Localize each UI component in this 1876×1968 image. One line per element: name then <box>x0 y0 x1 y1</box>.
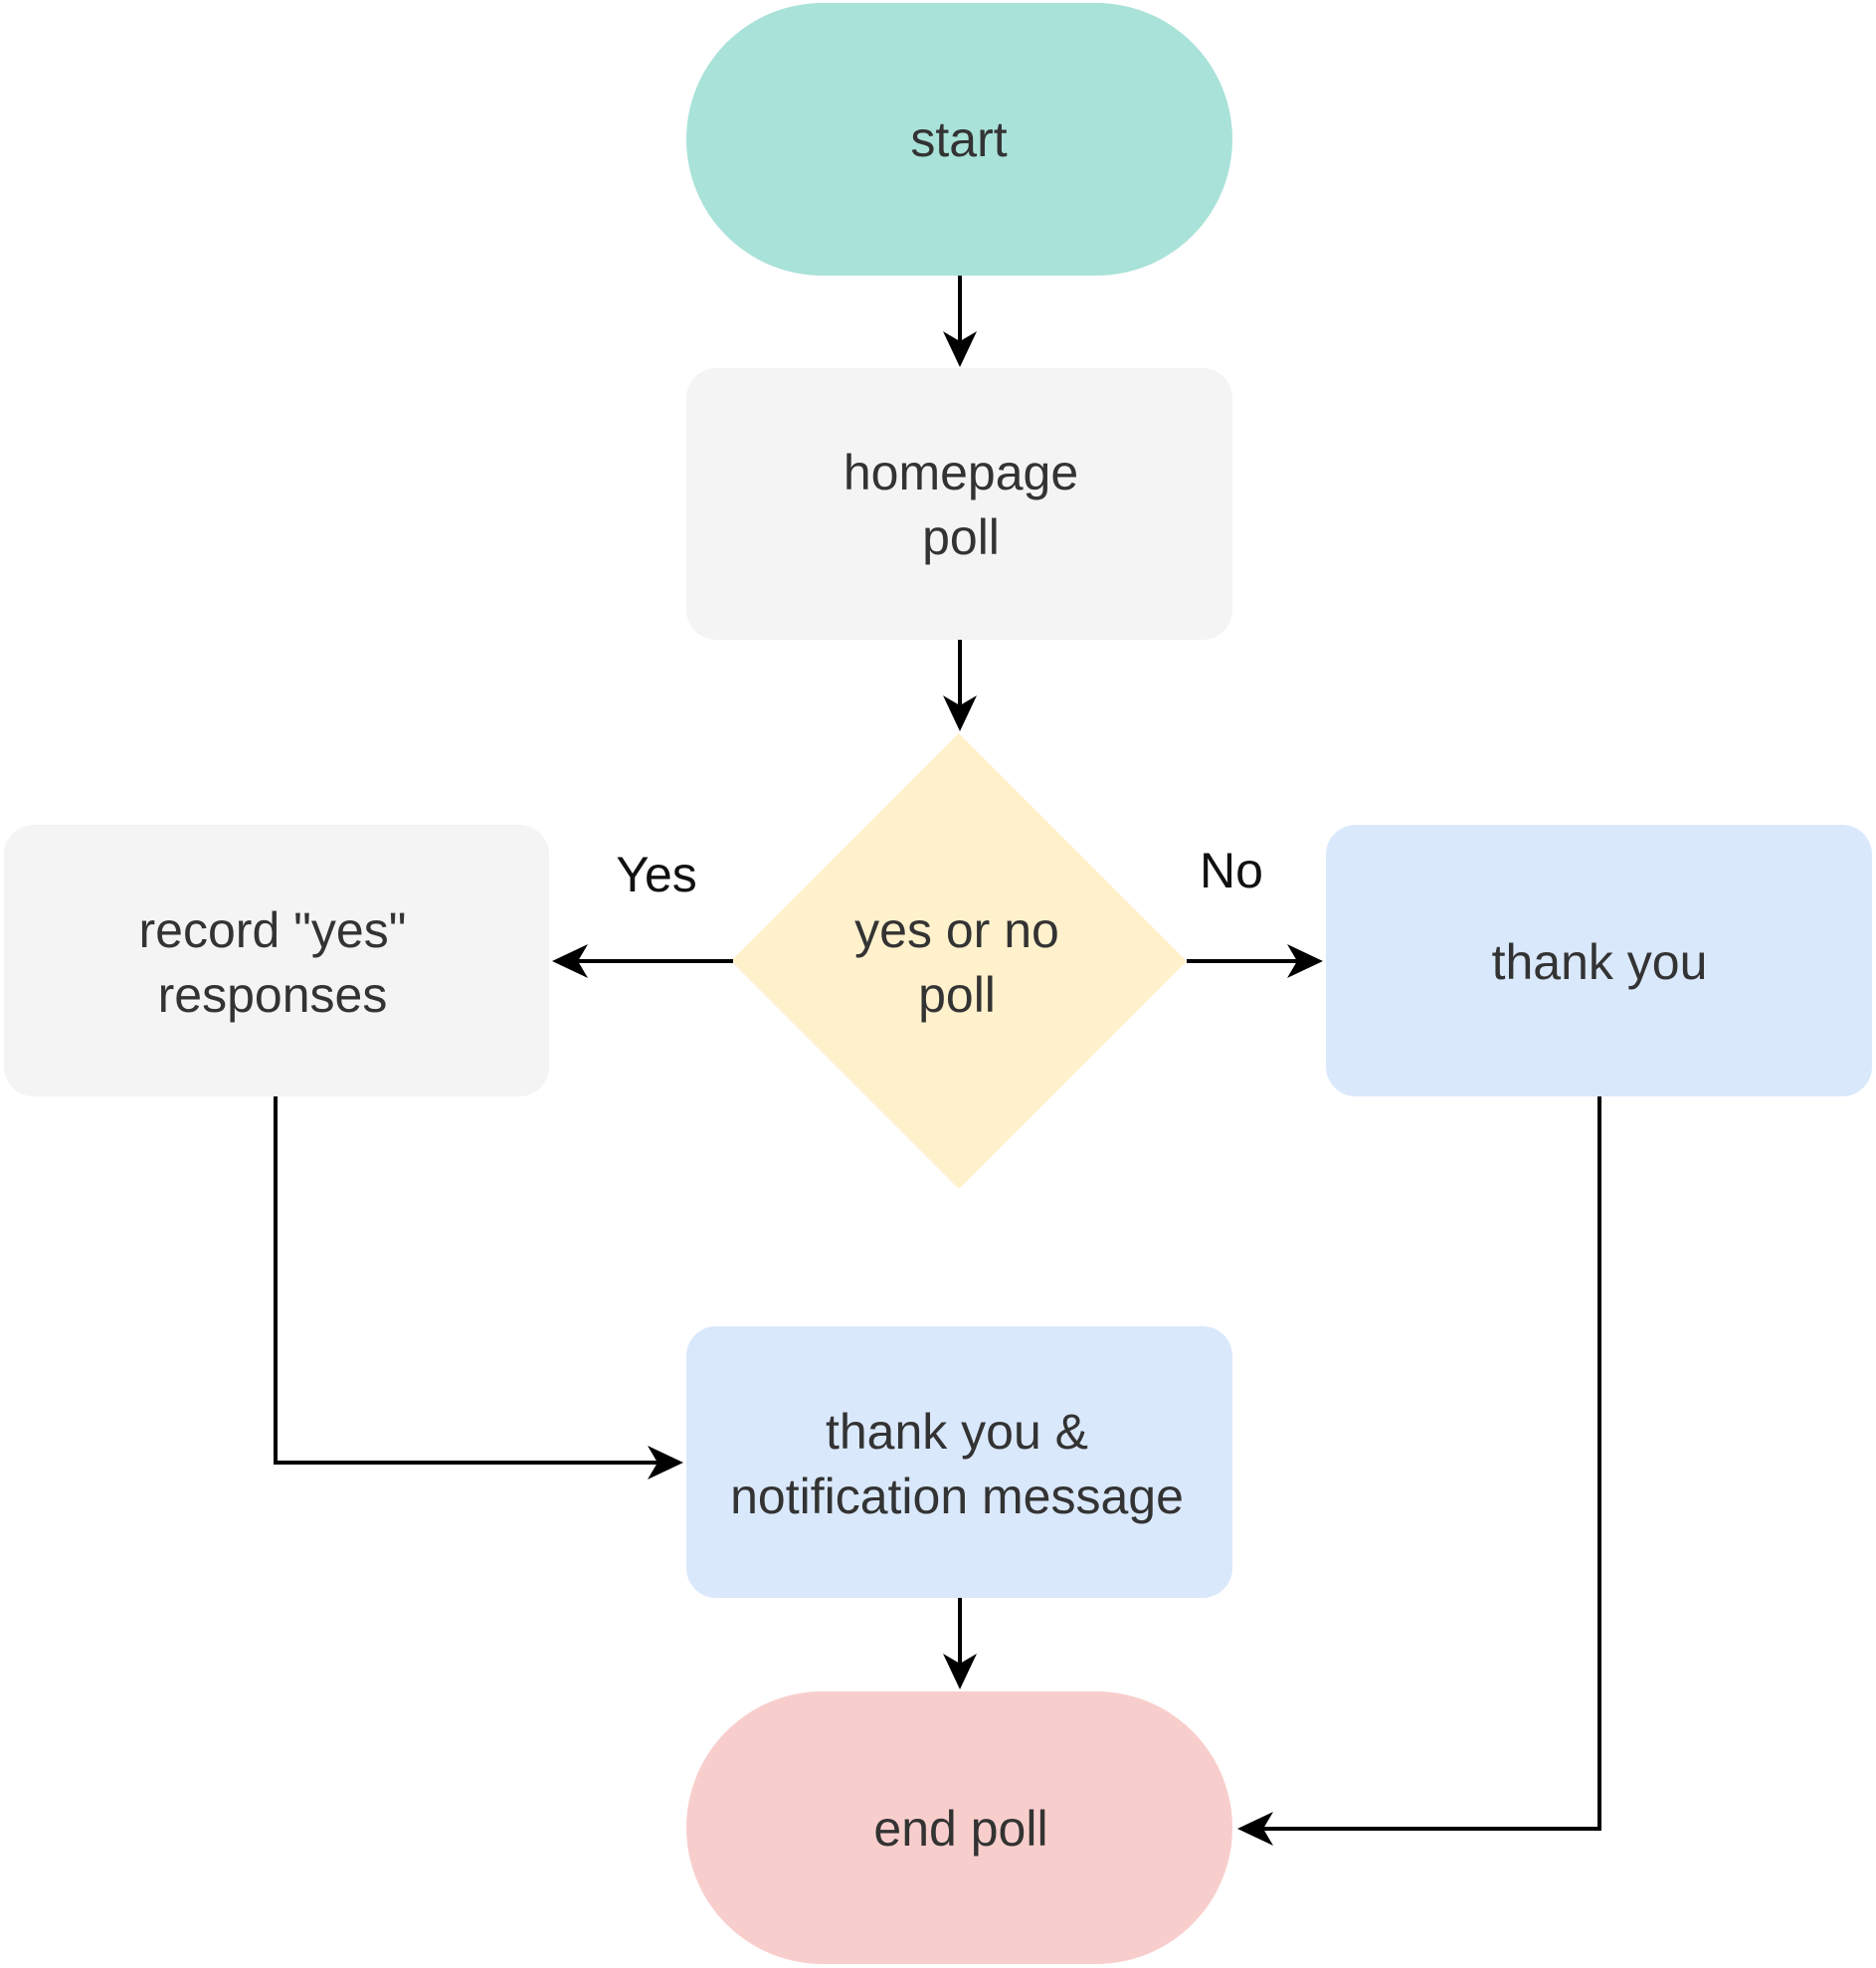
node-start: start <box>686 3 1232 276</box>
thank-you-label: thank you <box>1492 934 1708 990</box>
arrowhead-left-icon <box>1237 1812 1273 1846</box>
arrowhead-down-icon <box>943 331 977 367</box>
homepage-poll-box <box>686 368 1232 640</box>
arrowhead-down-icon <box>943 695 977 731</box>
arrowhead-right-icon <box>648 1446 683 1479</box>
node-record-yes: record "yes" responses <box>4 825 549 1096</box>
start-label: start <box>910 111 1007 167</box>
yes-edge-label: Yes <box>616 847 697 902</box>
thank-you-notification-box <box>686 1326 1232 1598</box>
node-homepage-poll: homepage poll <box>686 368 1232 640</box>
thank-you-notification-label-line-2: notification message <box>730 1469 1184 1524</box>
decision-label-line-2: poll <box>918 967 996 1023</box>
edge-decision-to-thank-you: No <box>1187 843 1323 978</box>
node-thank-you-notification: thank you & notification message <box>686 1326 1232 1598</box>
edge-decision-to-record-yes: Yes <box>552 847 733 978</box>
node-end-poll: end poll <box>686 1691 1232 1964</box>
thank-you-box <box>1326 825 1872 1096</box>
decision-diamond <box>731 733 1187 1189</box>
end-poll-terminal-shape <box>686 1691 1232 1964</box>
edge-thank-you-to-end-poll <box>1237 1096 1601 1846</box>
edge-homepage-poll-to-decision <box>943 640 977 731</box>
edge-line <box>1251 1096 1601 1831</box>
end-poll-label: end poll <box>873 1801 1047 1857</box>
edge-record-yes-to-notification <box>274 1096 683 1479</box>
no-edge-label: No <box>1200 843 1263 898</box>
record-yes-label-line-2: responses <box>158 967 388 1023</box>
thank-you-notification-label-line-1: thank you & <box>826 1404 1088 1460</box>
record-yes-label-line-1: record "yes" <box>139 902 407 958</box>
homepage-poll-label-line-1: homepage <box>844 445 1078 500</box>
record-yes-box <box>4 825 549 1096</box>
homepage-poll-label-line-2: poll <box>922 509 1000 565</box>
node-thank-you: thank you <box>1326 825 1872 1096</box>
arrowhead-right-icon <box>1287 944 1323 978</box>
arrowhead-down-icon <box>943 1654 977 1689</box>
edge-start-to-homepage-poll <box>943 276 977 367</box>
decision-label-line-1: yes or no <box>854 902 1059 958</box>
node-decision: yes or no poll <box>731 733 1187 1189</box>
edge-notification-to-end-poll <box>943 1598 977 1689</box>
start-terminal-shape <box>686 3 1232 276</box>
arrowhead-left-icon <box>552 944 588 978</box>
edge-line <box>274 1096 669 1465</box>
